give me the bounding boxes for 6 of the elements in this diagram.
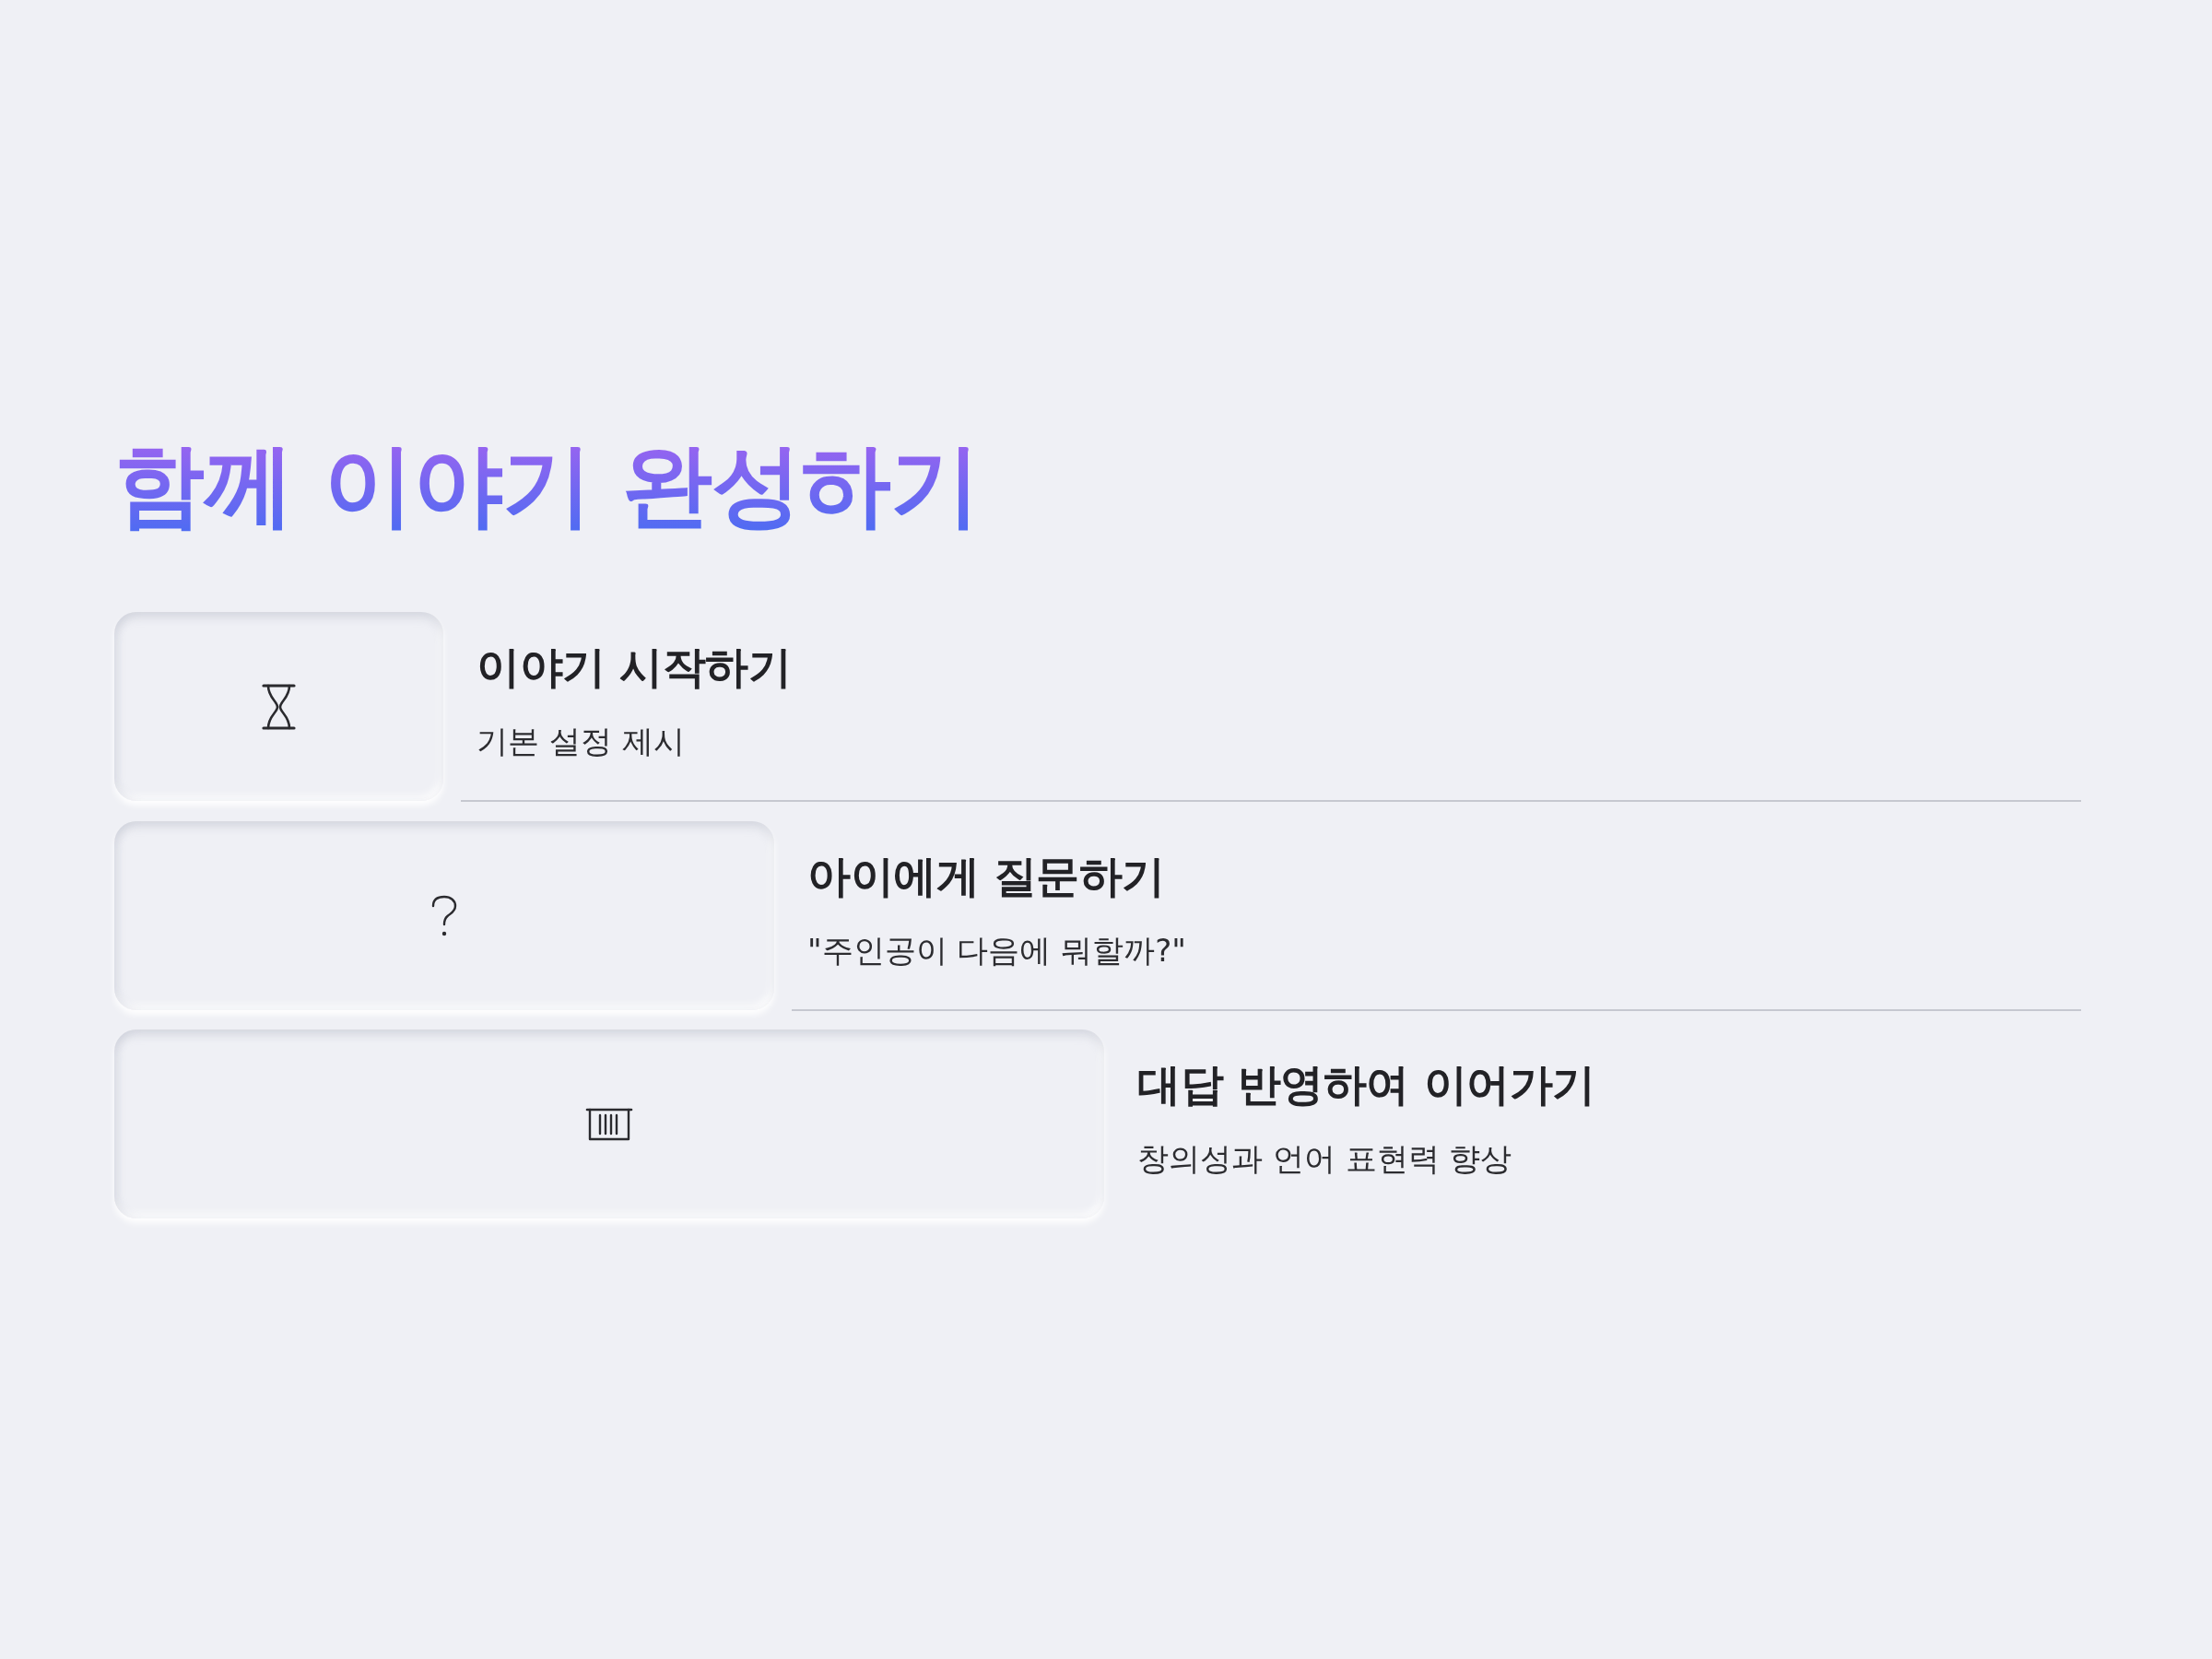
step-heading: 이야기 시작하기: [477, 641, 792, 694]
step-heading: 대답 반영하여 이어가기: [1137, 1058, 1595, 1112]
step-description: 기본 설정 제시: [477, 722, 685, 761]
step-description: "주인공이 다음에 뭐할까?": [807, 931, 1186, 971]
step-description: 창의성과 언어 표현력 향상: [1137, 1139, 1512, 1179]
step-heading: 아이에게 질문하기: [807, 850, 1165, 903]
